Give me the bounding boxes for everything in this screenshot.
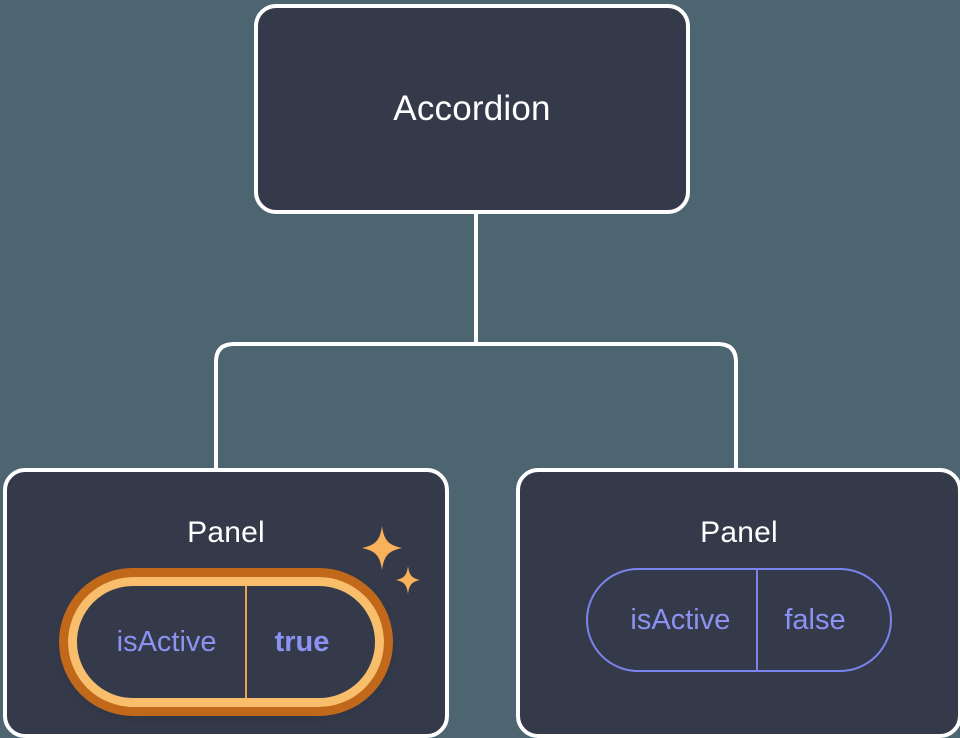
prop-pill-isactive-true[interactable]: isActive true [58,568,394,716]
node-panel-active[interactable]: Panel isActive true [3,468,449,738]
node-title: Panel [187,516,265,549]
prop-pill-wrapper: isActive true [58,526,421,716]
node-title: Panel [700,516,778,549]
prop-pill-isactive-false[interactable]: isActive false [586,568,892,672]
prop-value: true [244,586,376,698]
sparkle-small-icon [396,566,421,594]
prop-value: false [756,570,889,670]
node-accordion[interactable]: Accordion [254,4,690,214]
node-title: Accordion [393,89,551,128]
sparkle-large-icon [362,526,403,570]
node-panel-inactive[interactable]: Panel isActive false [516,468,960,738]
connector-bus-to-children [214,342,738,470]
prop-key: isActive [116,625,217,658]
prop-pill-wrapper: isActive false [586,568,892,672]
prop-key: isActive [630,603,731,636]
